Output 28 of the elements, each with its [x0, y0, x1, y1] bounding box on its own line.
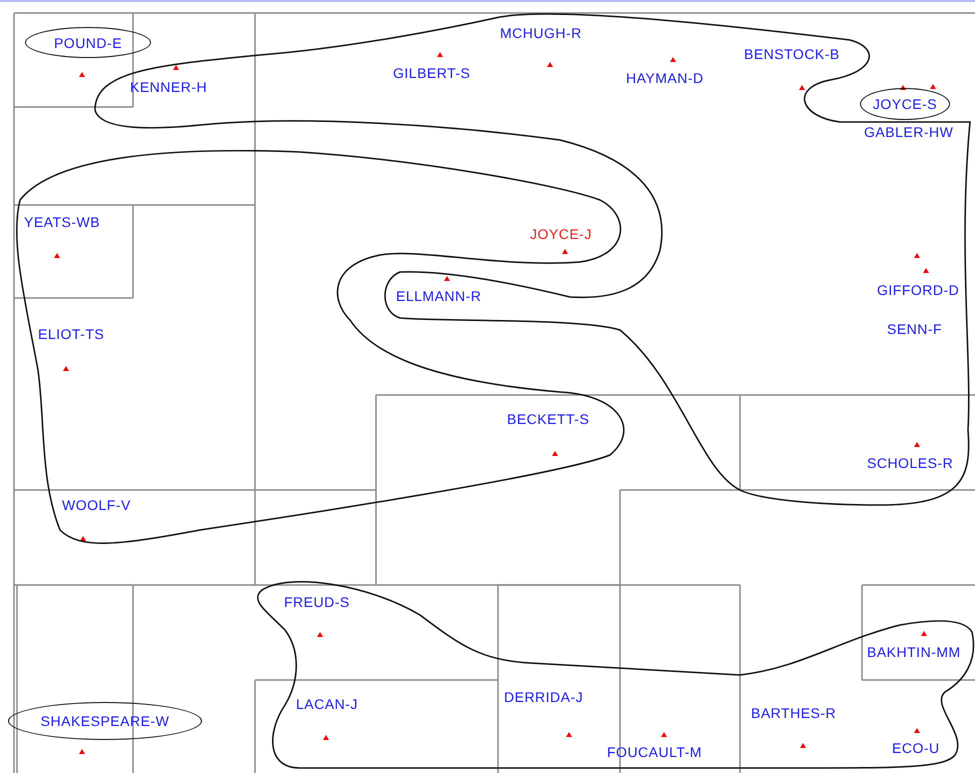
author-label: ECO-U — [892, 740, 940, 756]
author-label: WOOLF-V — [62, 497, 131, 513]
author-label: BARTHES-R — [751, 705, 836, 721]
author-label: FREUD-S — [284, 594, 350, 610]
author-label: GILBERT-S — [393, 65, 470, 81]
author-label: BECKETT-S — [507, 411, 590, 427]
author-label: HAYMAN-D — [626, 70, 704, 86]
author-label: FOUCAULT-M — [607, 744, 702, 760]
author-label: YEATS-WB — [24, 214, 100, 230]
author-label: BENSTOCK-B — [744, 46, 840, 62]
ellipse-outline — [860, 88, 950, 120]
author-label: POUND-E — [54, 34, 122, 50]
author-label: GABLER-HW — [864, 124, 954, 140]
author-label: LACAN-J — [296, 696, 358, 712]
author-label: ELLMANN-R — [396, 288, 482, 304]
author-label: JOYCE-J — [530, 226, 592, 242]
ellipse-outline — [25, 27, 151, 58]
author-label: ELIOT-TS — [38, 326, 104, 342]
author-label: KENNER-H — [130, 79, 208, 95]
author-label: SHAKESPEARE-W — [40, 713, 170, 729]
author-label: DERRIDA-J — [504, 689, 584, 705]
author-label: SENN-F — [887, 321, 942, 337]
author-label: SCHOLES-R — [867, 455, 954, 471]
author-label: MCHUGH-R — [500, 25, 582, 41]
author-label: BAKHTIN-MM — [867, 644, 961, 660]
author-label: JOYCE-S — [872, 96, 938, 112]
ellipse-outline — [8, 702, 202, 740]
author-label: GIFFORD-D — [877, 282, 960, 298]
